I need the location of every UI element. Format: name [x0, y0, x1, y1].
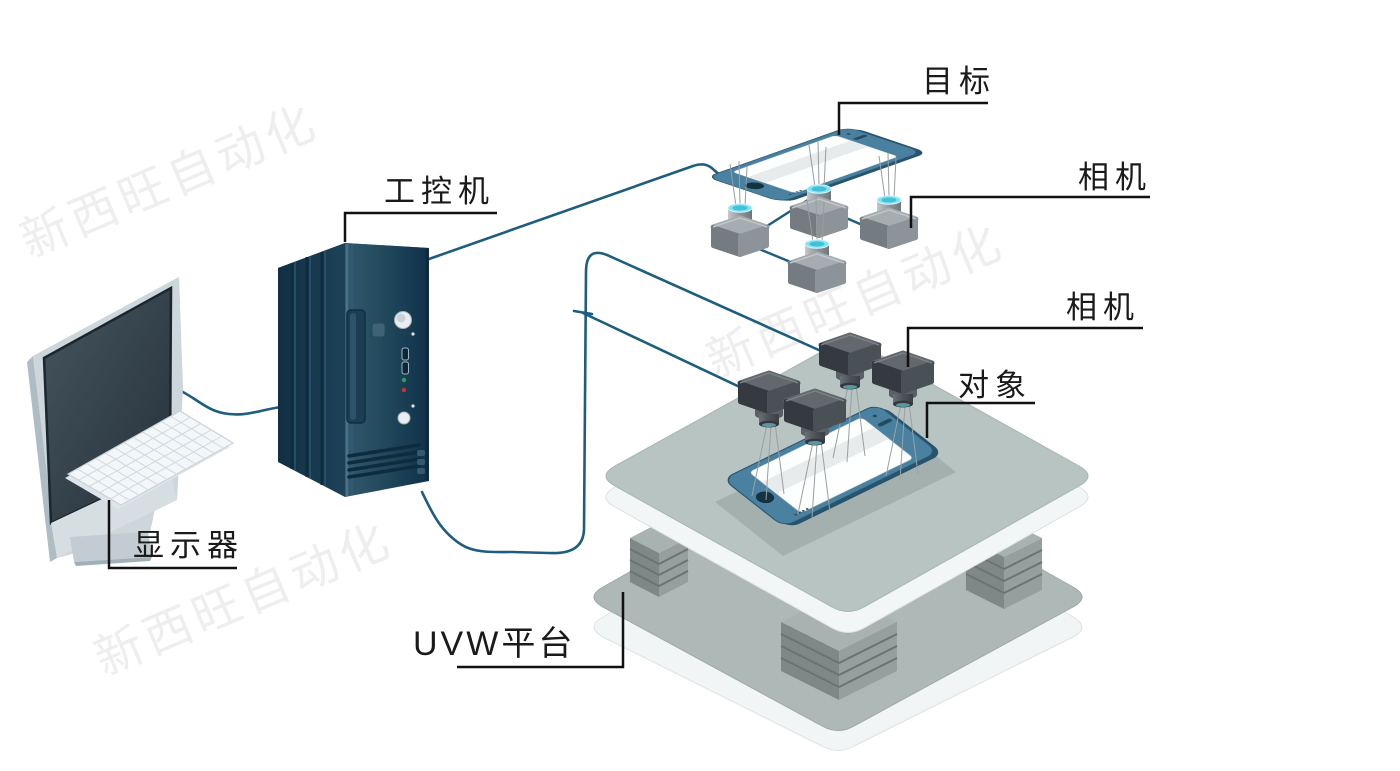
power-led — [401, 377, 407, 383]
label-object: 对象 — [958, 368, 1032, 403]
monitor-stand — [70, 532, 152, 562]
leader-camera-bottom — [906, 326, 1143, 367]
label-camera-bottom: 相机 — [1066, 290, 1140, 325]
label-layer: 目标 相机 相机 对象 工控机 显示器 UVW平台 — [107, 64, 1152, 669]
reset-button — [397, 411, 411, 425]
label-industrial-pc: 工控机 — [384, 174, 495, 209]
leader-target — [837, 101, 988, 135]
label-target: 目标 — [922, 64, 996, 99]
tower-front — [345, 243, 429, 497]
cable-branch-to-front-camera — [572, 309, 746, 391]
pc-tower-illustration — [278, 243, 429, 497]
cable-pc-to-top-cameras — [427, 163, 722, 261]
cable-monitor-to-pc — [175, 387, 283, 416]
leader-industrial-pc — [343, 211, 497, 242]
usb-port — [401, 347, 409, 361]
cable-layer — [175, 163, 823, 555]
leader-uvw-stage — [457, 592, 625, 669]
label-camera-top: 相机 — [1078, 160, 1152, 195]
usb-port — [401, 361, 409, 375]
hdd-led — [401, 387, 407, 393]
drive-eject-button — [371, 322, 386, 338]
watermark-text: 新西旺自动化 — [13, 95, 326, 268]
tower-side — [278, 243, 345, 497]
keyboard-illustration — [65, 410, 235, 509]
monitor-illustration — [27, 277, 183, 566]
cable-pc-to-bottom-cameras — [420, 251, 823, 555]
leader-monitor — [107, 500, 237, 570]
label-uvw-stage: UVW平台 — [413, 625, 575, 663]
leader-camera-top — [909, 195, 1150, 228]
label-monitor: 显示器 — [133, 528, 244, 563]
keyboard-keys — [77, 415, 224, 502]
leader-object — [925, 401, 1035, 438]
vent-grill — [347, 443, 421, 479]
